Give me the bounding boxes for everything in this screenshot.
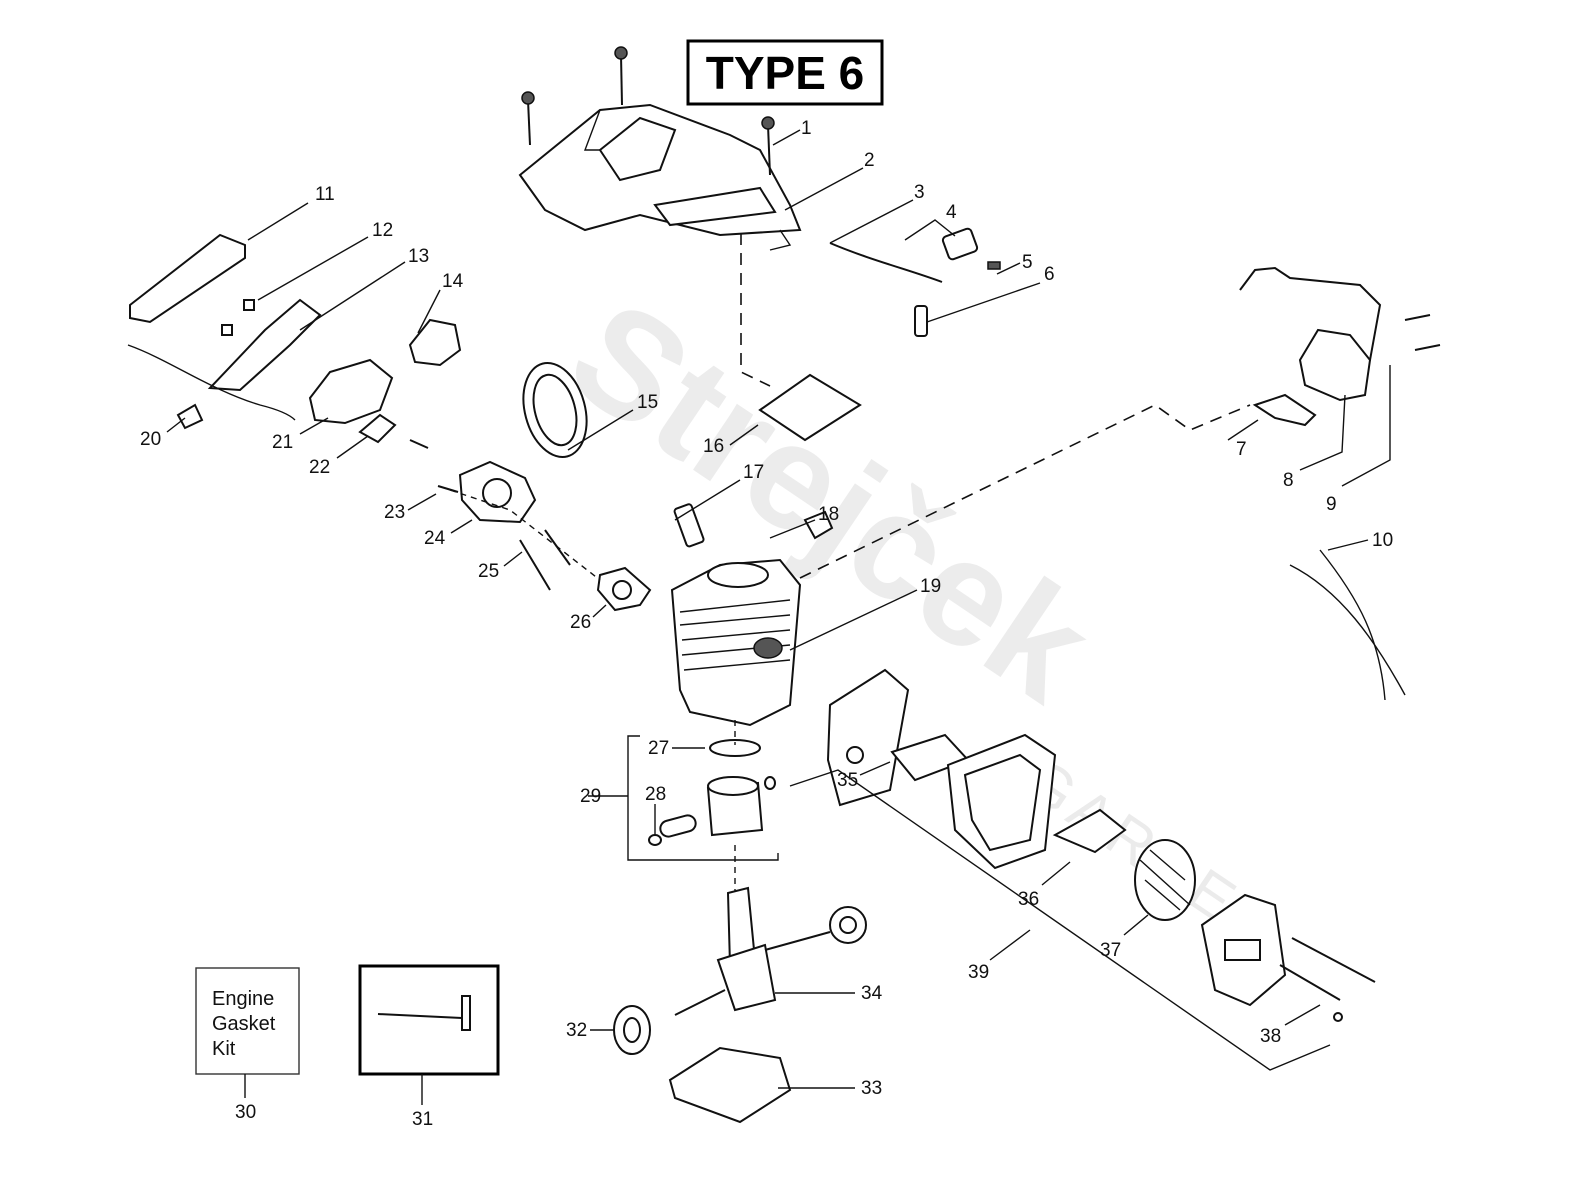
part-label-23: 23 bbox=[384, 502, 405, 523]
part-label-36: 36 bbox=[1018, 889, 1039, 910]
part-number-labels: 1 2 3 4 5 6 7 8 9 10 11 12 13 14 15 16 1… bbox=[140, 118, 1393, 1130]
crank-pulley bbox=[613, 1005, 651, 1055]
part-label-22: 22 bbox=[309, 457, 330, 478]
part-label-25: 25 bbox=[478, 561, 499, 582]
part-label-18: 18 bbox=[818, 504, 839, 525]
cover-gasket bbox=[740, 233, 862, 442]
cover-screws bbox=[521, 46, 775, 176]
part-label-24: 24 bbox=[424, 528, 446, 549]
cylinder bbox=[670, 558, 802, 727]
part-label-1: 1 bbox=[801, 118, 812, 139]
part-label-19: 19 bbox=[920, 576, 941, 597]
piston-assembly bbox=[627, 720, 779, 895]
part-label-33: 33 bbox=[861, 1078, 882, 1099]
spark-plug bbox=[673, 503, 834, 548]
muffler-assembly bbox=[789, 668, 1376, 1071]
part-label-21: 21 bbox=[272, 432, 293, 453]
callout-lines bbox=[166, 129, 1391, 1105]
watermark-brand: Strejček bbox=[542, 267, 1120, 733]
part-label-39: 39 bbox=[968, 962, 989, 983]
tool-box bbox=[358, 964, 500, 1076]
part-label-34: 34 bbox=[861, 983, 883, 1004]
part-label-6: 6 bbox=[1044, 264, 1055, 285]
part-label-10: 10 bbox=[1372, 530, 1393, 551]
part-label-13: 13 bbox=[408, 246, 429, 267]
part-label-7: 7 bbox=[1236, 439, 1247, 460]
intake-boot bbox=[522, 361, 588, 459]
part-label-37: 37 bbox=[1100, 940, 1121, 961]
part-label-14: 14 bbox=[442, 271, 464, 292]
part-label-17: 17 bbox=[743, 462, 764, 483]
part-label-3: 3 bbox=[914, 182, 925, 203]
ignition-dash-line bbox=[799, 404, 1251, 579]
crankshaft bbox=[674, 886, 867, 1016]
part-label-26: 26 bbox=[570, 612, 591, 633]
part-label-28: 28 bbox=[645, 784, 666, 805]
type-title-box: TYPE 6 bbox=[686, 39, 884, 106]
part-label-35: 35 bbox=[837, 770, 858, 791]
part-label-11: 11 bbox=[315, 184, 335, 205]
kit-line-2: Gasket bbox=[212, 1013, 276, 1035]
part-label-38: 38 bbox=[1260, 1026, 1281, 1047]
throttle-cover bbox=[129, 233, 246, 324]
part-label-5: 5 bbox=[1022, 252, 1033, 273]
part-label-9: 9 bbox=[1326, 494, 1337, 515]
cylinder-cover bbox=[518, 103, 802, 251]
part-label-12: 12 bbox=[372, 220, 393, 241]
ignition-module bbox=[1239, 266, 1441, 427]
part-label-16: 16 bbox=[703, 436, 724, 457]
part-label-8: 8 bbox=[1283, 470, 1294, 491]
part-label-30: 30 bbox=[235, 1102, 256, 1123]
kit-line-1: Engine bbox=[212, 988, 274, 1010]
part-label-31: 31 bbox=[412, 1109, 433, 1130]
part-label-20: 20 bbox=[140, 429, 161, 450]
fuel-hose-assembly bbox=[829, 227, 1001, 337]
ignition-wire bbox=[1289, 549, 1406, 701]
part-label-2: 2 bbox=[864, 150, 875, 171]
part-label-4: 4 bbox=[946, 202, 957, 223]
part-label-32: 32 bbox=[566, 1020, 587, 1041]
kit-line-3: Kit bbox=[212, 1038, 236, 1060]
crankcase-half bbox=[668, 1046, 792, 1124]
part-label-15: 15 bbox=[637, 392, 658, 413]
intake-parts bbox=[127, 298, 462, 444]
part-label-27: 27 bbox=[648, 738, 669, 759]
part-label-29: 29 bbox=[580, 786, 601, 807]
gasket-kit-box: Engine Gasket Kit bbox=[195, 967, 300, 1075]
type-title: TYPE 6 bbox=[706, 47, 865, 99]
intake-adapter bbox=[409, 439, 652, 612]
